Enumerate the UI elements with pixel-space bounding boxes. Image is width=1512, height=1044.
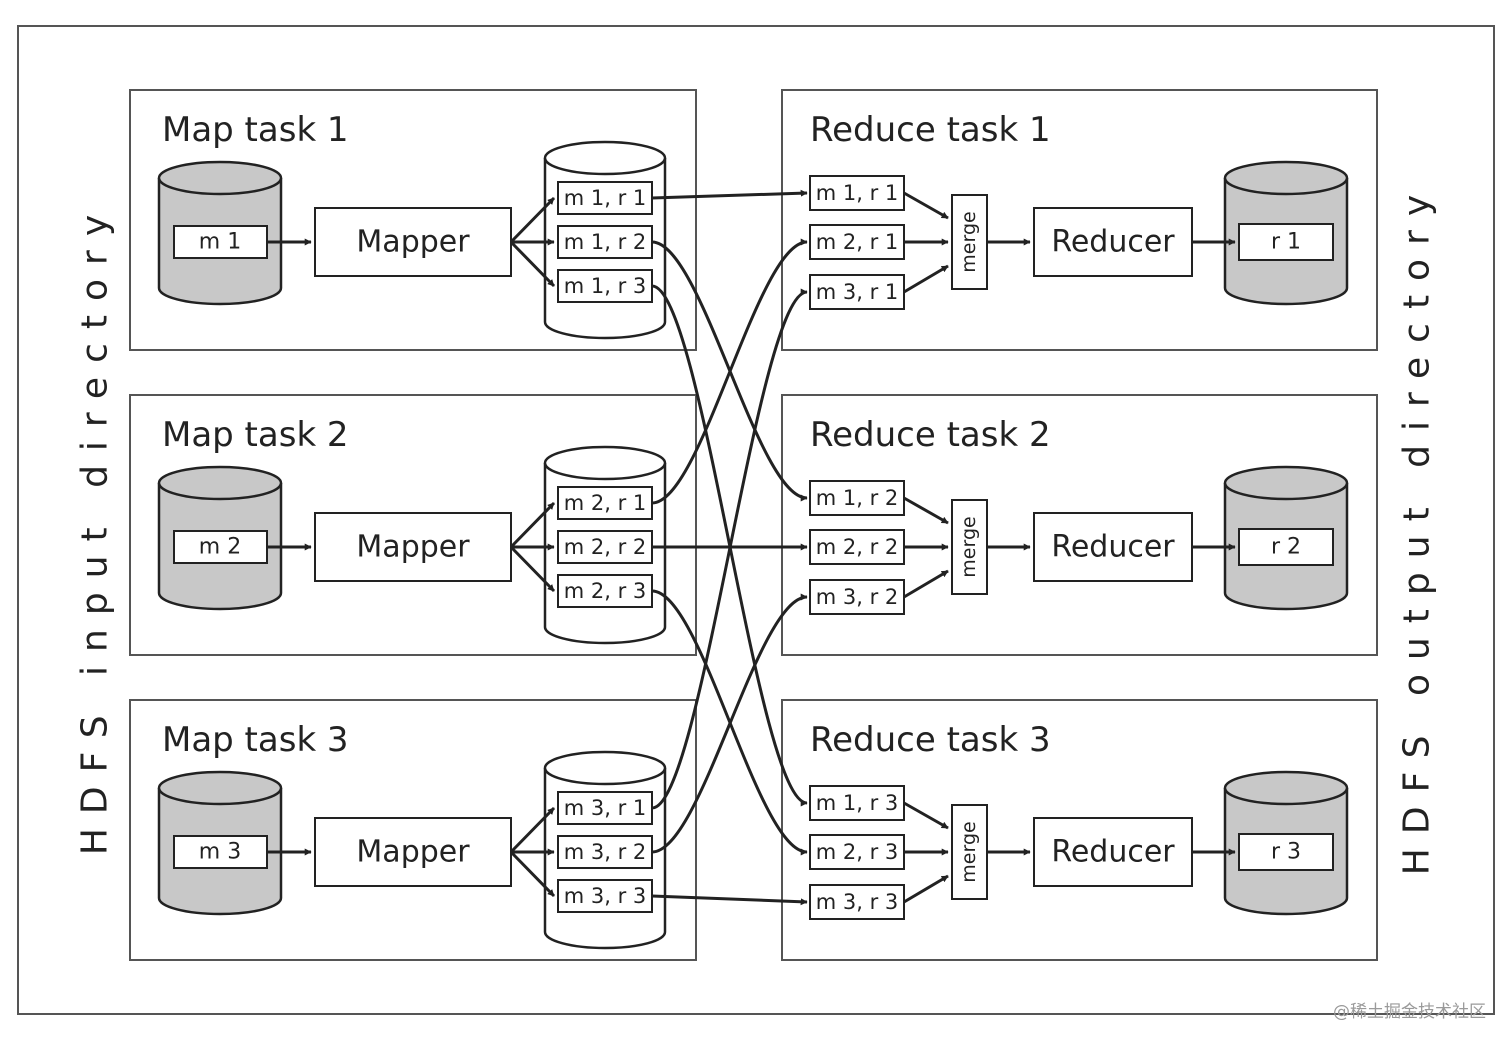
input-split-box bbox=[173, 225, 268, 259]
shuffle-arrow-m3-r2 bbox=[651, 593, 808, 854]
cylinder-top bbox=[157, 465, 283, 501]
map-output-partition bbox=[557, 574, 653, 608]
shuffle-arrow-m1-r1 bbox=[651, 189, 808, 200]
reduce-input-label: m 1, r 3 bbox=[816, 791, 899, 815]
reducer-box bbox=[1033, 817, 1193, 887]
map-output-label: m 1, r 2 bbox=[564, 230, 647, 254]
mapper-to-partition-arrow bbox=[509, 240, 556, 288]
reduce-input-partition bbox=[809, 579, 905, 615]
map-task-1-box bbox=[129, 89, 697, 351]
input-split-label: m 2 bbox=[199, 535, 241, 560]
map-output-label: m 3, r 3 bbox=[564, 884, 647, 908]
mapper-label: Mapper bbox=[356, 835, 470, 870]
map-output-label: m 1, r 3 bbox=[564, 274, 647, 298]
mapper-box bbox=[314, 817, 512, 887]
merge-box bbox=[951, 804, 988, 900]
cylinder-top bbox=[543, 445, 667, 481]
input-split-cylinder bbox=[157, 160, 283, 306]
map-task-title: Map task 2 bbox=[162, 415, 349, 455]
reduce-input-label: m 1, r 2 bbox=[816, 486, 899, 510]
reduce-task-title: Reduce task 3 bbox=[810, 720, 1051, 760]
map-task-title: Map task 3 bbox=[162, 720, 349, 760]
shuffle-arrow-m3-r3 bbox=[651, 894, 808, 906]
map-output-label: m 3, r 2 bbox=[564, 840, 647, 864]
map-task-3-box bbox=[129, 699, 697, 961]
cylinder-top bbox=[157, 770, 283, 806]
watermark: @稀土掘金技术社区 bbox=[1333, 1002, 1486, 1022]
output-file-box bbox=[1238, 223, 1334, 261]
cylinder-top bbox=[1223, 770, 1349, 806]
reduce-task-2-box bbox=[781, 394, 1378, 656]
reducer-box bbox=[1033, 207, 1193, 277]
merge-box bbox=[951, 499, 988, 595]
cylinder-top bbox=[157, 160, 283, 196]
reduce-input-partition bbox=[809, 274, 905, 310]
partition-to-merge-arrow bbox=[903, 264, 949, 294]
map-output-label: m 1, r 1 bbox=[564, 186, 647, 210]
reducer-label: Reducer bbox=[1051, 225, 1175, 260]
mapper-label: Mapper bbox=[356, 225, 470, 260]
reducer-box bbox=[1033, 512, 1193, 582]
input-split-label: m 3 bbox=[199, 840, 241, 865]
map-output-label: m 2, r 1 bbox=[564, 491, 647, 515]
shuffle-arrow-m3-r1 bbox=[651, 288, 808, 810]
map-output-label: m 2, r 3 bbox=[564, 579, 647, 603]
map-task-2-box bbox=[129, 394, 697, 656]
reduce-input-partition bbox=[809, 175, 905, 211]
reduce-task-title: Reduce task 2 bbox=[810, 415, 1051, 455]
reduce-input-partition bbox=[809, 834, 905, 870]
outer-frame bbox=[17, 25, 1495, 1015]
map-output-label: m 3, r 1 bbox=[564, 796, 647, 820]
cylinder-top bbox=[1223, 465, 1349, 501]
map-output-partition bbox=[557, 879, 653, 913]
partition-to-merge-arrow bbox=[903, 569, 949, 599]
reduce-input-partition bbox=[809, 785, 905, 821]
map-output-label: m 2, r 2 bbox=[564, 535, 647, 559]
map-task-title: Map task 1 bbox=[162, 110, 349, 150]
mapper-to-partition-arrow bbox=[509, 850, 556, 898]
partition-to-merge-arrow bbox=[903, 801, 949, 830]
merge-label: merge bbox=[958, 211, 980, 272]
reduce-input-label: m 3, r 1 bbox=[816, 280, 899, 304]
input-split-box bbox=[173, 530, 268, 564]
map-output-partition bbox=[557, 486, 653, 520]
output-file-label: r 1 bbox=[1271, 230, 1301, 255]
output-file-box bbox=[1238, 528, 1334, 566]
mapper-to-partition-arrow bbox=[509, 501, 556, 549]
merge-box bbox=[951, 194, 988, 290]
reduce-input-label: m 1, r 1 bbox=[816, 181, 899, 205]
output-file-label: r 3 bbox=[1271, 840, 1301, 865]
mapper-to-partition-arrow bbox=[509, 806, 556, 854]
mapper-box bbox=[314, 207, 512, 277]
merge-label: merge bbox=[958, 821, 980, 882]
input-split-label: m 1 bbox=[199, 230, 241, 255]
output-file-box bbox=[1238, 833, 1334, 871]
cylinder-top bbox=[1223, 160, 1349, 196]
reduce-input-partition bbox=[809, 529, 905, 565]
cylinder-top bbox=[543, 750, 667, 786]
cylinder-top bbox=[543, 140, 667, 176]
output-file-label: r 2 bbox=[1271, 535, 1301, 560]
reduce-input-label: m 3, r 2 bbox=[816, 585, 899, 609]
reduce-input-label: m 2, r 3 bbox=[816, 840, 899, 864]
merge-label: merge bbox=[958, 516, 980, 577]
reduce-task-3-box bbox=[781, 699, 1378, 961]
reduce-task-1-box bbox=[781, 89, 1378, 351]
mapper-label: Mapper bbox=[356, 530, 470, 565]
reduce-input-label: m 2, r 1 bbox=[816, 230, 899, 254]
reducer-label: Reducer bbox=[1051, 530, 1175, 565]
reduce-input-label: m 3, r 3 bbox=[816, 890, 899, 914]
reduce-task-title: Reduce task 1 bbox=[810, 110, 1051, 150]
shuffle-arrow-m2-r1 bbox=[651, 238, 808, 505]
reducer-label: Reducer bbox=[1051, 835, 1175, 870]
input-split-box bbox=[173, 835, 268, 869]
partition-to-merge-arrow bbox=[903, 496, 949, 525]
partition-to-merge-arrow bbox=[903, 191, 949, 220]
partition-to-merge-arrow bbox=[903, 874, 949, 904]
mapper-to-partition-arrow bbox=[509, 196, 556, 244]
reduce-input-label: m 2, r 2 bbox=[816, 535, 899, 559]
mapper-to-partition-arrow bbox=[509, 545, 556, 593]
